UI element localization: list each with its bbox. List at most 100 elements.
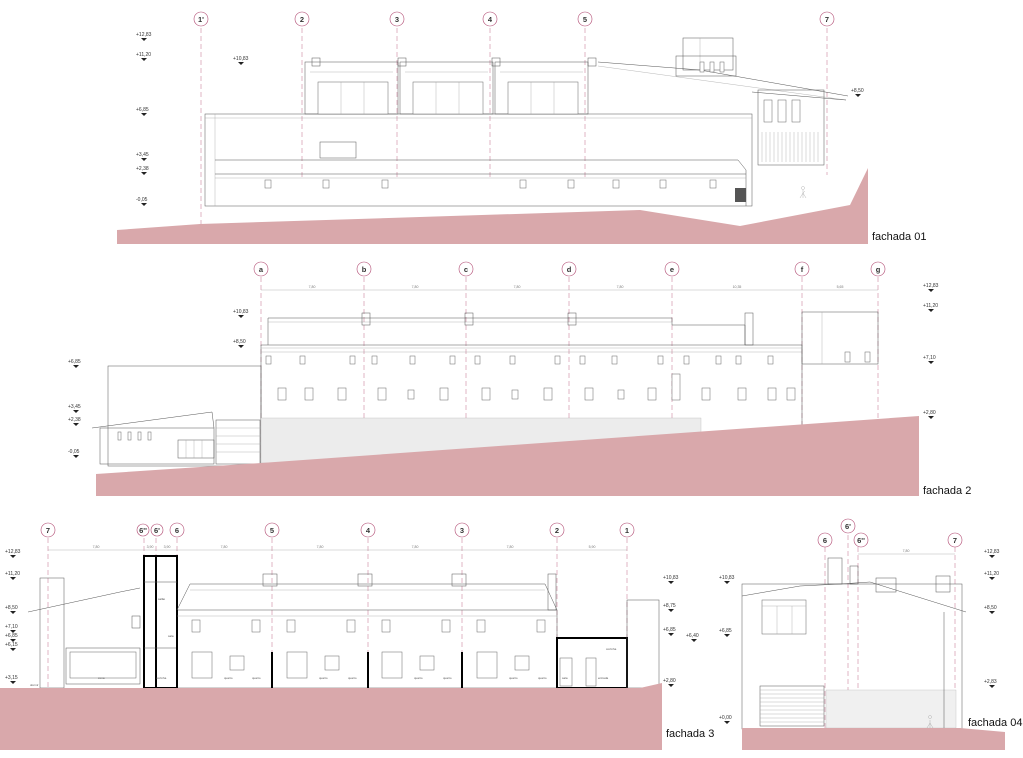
dimension-label: 7,80 — [93, 545, 100, 549]
level-marker — [691, 639, 697, 642]
axis-marker: 6'' — [853, 532, 869, 548]
fachada-2-title: fachada 2 — [923, 485, 971, 497]
level-label: +12,83 — [923, 283, 939, 289]
axis-marker: 6' — [840, 518, 856, 534]
level-label: +10,83 — [719, 575, 735, 581]
axis-marker: 6'' — [136, 523, 150, 537]
fachada-2-levels: +10,83 +8,50 +6,85 +3,45 +2,38 -0,05 +12… — [68, 283, 939, 458]
level-marker — [73, 410, 79, 413]
level-marker — [141, 158, 147, 161]
level-label: -0,05 — [136, 197, 148, 203]
axis-marker: g — [870, 261, 886, 277]
level-label: -0,05 — [68, 449, 80, 455]
axis-marker: c — [458, 261, 474, 277]
level-label: +2,80 — [923, 410, 936, 416]
axis-label: 4 — [488, 15, 493, 24]
level-marker — [238, 62, 244, 65]
level-marker — [73, 455, 79, 458]
dimension-label: 7,80 — [221, 545, 228, 549]
level-label: +11,20 — [984, 571, 999, 577]
level-label: +2,80 — [663, 678, 676, 684]
level-marker — [989, 577, 995, 580]
upper-windows — [265, 351, 871, 365]
fachada-01-levels: +12,83 +11,20 +10,83 +6,85 +3,45 +2,38 -… — [136, 32, 864, 206]
level-label: +6,85 — [663, 627, 676, 633]
room-label: salão — [158, 597, 166, 601]
ground-section — [117, 168, 868, 244]
fachada-3-building: zona salão sala cozinha quarto quarto qu… — [27, 555, 660, 689]
level-label: +6,15 — [5, 642, 18, 648]
level-marker — [10, 630, 16, 633]
level-marker — [73, 423, 79, 426]
level-label: +11,20 — [5, 571, 20, 577]
dimension-label: 5,90 — [589, 545, 596, 549]
room-label: quarto — [509, 676, 518, 680]
level-label: +11,20 — [136, 52, 151, 58]
axis-marker: 1 — [619, 522, 635, 538]
level-label: +8,50 — [233, 339, 246, 345]
room-label: quarto — [224, 676, 233, 680]
axis-marker: 6' — [150, 523, 164, 537]
axis-label: 6 — [823, 536, 827, 545]
fachada-2: a b c d e f g 7,80 7,80 7,80 7,80 10,35 … — [68, 261, 971, 497]
dimension-label: 7,80 — [617, 285, 624, 289]
axis-label: g — [876, 265, 881, 274]
level-marker — [724, 581, 730, 584]
axis-label: 5 — [583, 15, 587, 24]
axis-marker: 5 — [577, 11, 593, 27]
axis-marker: e — [664, 261, 680, 277]
dimension-label: 7,80 — [507, 545, 514, 549]
axis-label: c — [464, 265, 468, 274]
axis-label: a — [259, 265, 264, 274]
level-label: +8,50 — [5, 605, 18, 611]
room-label: entrada — [598, 676, 609, 680]
level-label: +3,15 — [5, 675, 18, 681]
level-marker — [928, 361, 934, 364]
axis-label: 2 — [300, 15, 304, 24]
fachada-3-dimensions: 7,80 3,90 3,90 7,80 7,80 7,80 7,80 5,90 — [48, 545, 627, 551]
level-marker — [989, 555, 995, 558]
axis-marker: 6 — [817, 532, 833, 548]
axis-label: 1' — [198, 15, 204, 24]
room-label: cozinha — [156, 676, 167, 680]
level-marker — [10, 555, 16, 558]
level-label: +8,75 — [663, 603, 676, 609]
fachada-04-levels: +10,83 +6,85 +0,00 +12,83 +11,20 +8,50 +… — [719, 549, 1000, 724]
fachada-3-levels: +12,83 +11,20 +8,50 +7,10 +6,85 +6,15 +3… — [5, 549, 699, 687]
axis-label: 1 — [625, 526, 629, 535]
axis-marker: 2 — [549, 522, 565, 538]
axis-label: e — [670, 265, 674, 274]
axis-marker: 1' — [193, 11, 209, 27]
axis-label: 6' — [154, 526, 160, 535]
level-marker — [238, 315, 244, 318]
level-label: +12,83 — [5, 549, 21, 555]
axis-marker: 7 — [947, 532, 963, 548]
axis-marker: 5 — [264, 522, 280, 538]
level-marker — [928, 309, 934, 312]
axis-marker: 2 — [294, 11, 310, 27]
dimension-label: 5,65 — [837, 285, 844, 289]
axis-marker: 7 — [819, 11, 835, 27]
level-marker — [73, 365, 79, 368]
dimension-label: 7,80 — [412, 545, 419, 549]
room-label: quarto — [319, 676, 328, 680]
axis-label: f — [801, 265, 804, 274]
level-marker — [989, 685, 995, 688]
fachada-01-axes: 1' 2 3 4 5 7 — [193, 11, 835, 230]
fachada-3-title: fachada 3 — [666, 728, 714, 740]
level-label: +6,40 — [686, 633, 699, 639]
axis-marker: d — [561, 261, 577, 277]
level-marker — [238, 345, 244, 348]
level-label: +3,45 — [68, 404, 81, 410]
dimension-label: 3,90 — [147, 545, 154, 549]
room-label: cozinha — [606, 647, 617, 651]
level-marker — [724, 634, 730, 637]
room-label: zona — [98, 676, 105, 680]
axis-label: d — [567, 265, 572, 274]
level-label: +2,38 — [136, 166, 149, 172]
level-marker — [141, 113, 147, 116]
level-marker — [10, 681, 16, 684]
level-marker — [668, 684, 674, 687]
axis-label: 5 — [270, 526, 274, 535]
level-marker — [668, 633, 674, 636]
